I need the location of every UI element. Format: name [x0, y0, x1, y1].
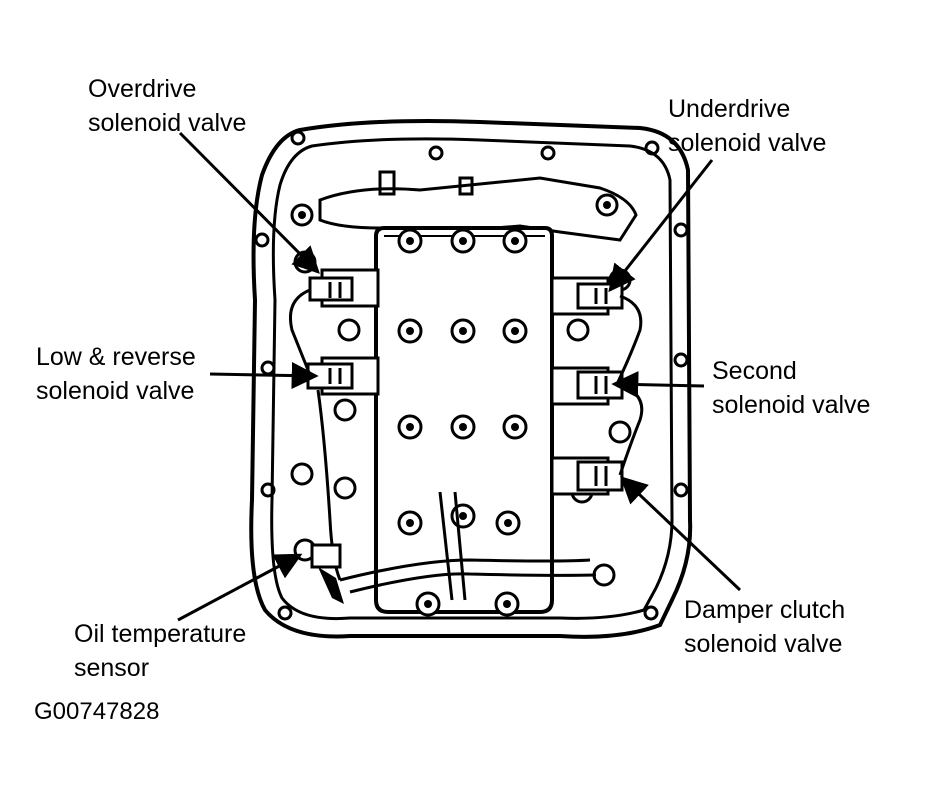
overdrive-label: Overdrive solenoid valve: [88, 75, 247, 137]
overdrive-solenoid: [308, 268, 380, 308]
underdrive-label: Underdrive solenoid valve: [668, 95, 827, 157]
damper-clutch-label: Damper clutch solenoid valve: [684, 596, 846, 658]
second-label: Second solenoid valve: [712, 357, 871, 419]
low-reverse-label: Low & reverse solenoid valve: [36, 343, 196, 405]
oil-temperature-label: Oil temperature sensor: [74, 620, 247, 682]
underdrive-solenoid: [550, 276, 624, 316]
oil-temperature-sensor: [310, 543, 344, 604]
leader-arrows: [177, 131, 742, 622]
oil-pan-inner: [270, 137, 674, 621]
low-reverse-solenoid: [306, 356, 380, 396]
figure-id: G00747828: [34, 698, 160, 725]
damper-clutch-solenoid: [550, 456, 624, 496]
plate-bolts: [397, 228, 528, 617]
second-solenoid: [550, 366, 624, 406]
upper-manifold: [318, 176, 638, 242]
oil-pan-outline: [249, 119, 693, 639]
